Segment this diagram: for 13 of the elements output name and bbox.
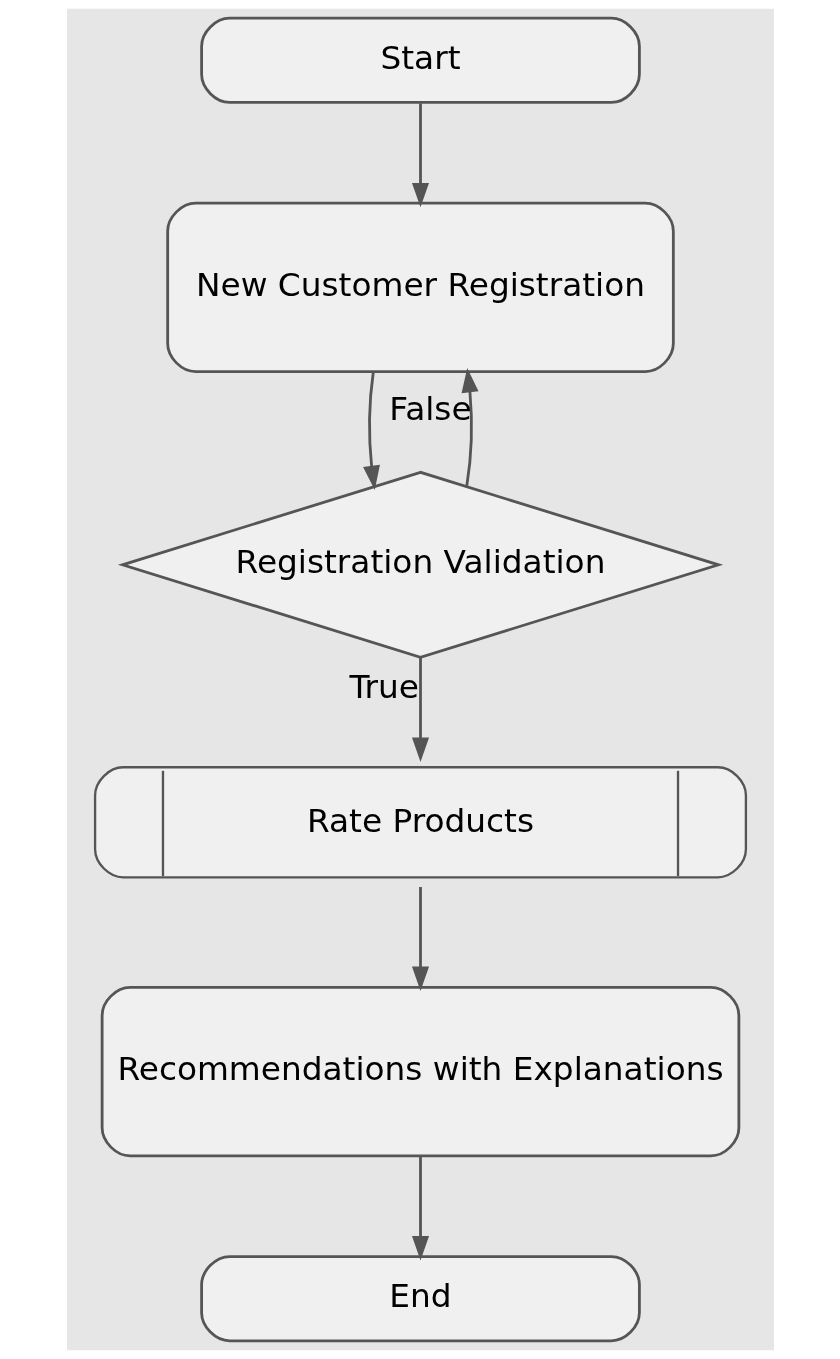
- edge-label: False: [388, 389, 472, 428]
- edge-label: True: [348, 668, 419, 707]
- node-box: Recommendations with Explanations: [100, 985, 740, 1158]
- node-box: New Customer Registration: [165, 201, 675, 374]
- arrow: [362, 372, 380, 490]
- arrow: [411, 1156, 429, 1261]
- arrow: [461, 368, 478, 486]
- arrow: [411, 657, 429, 762]
- node-diamond: Registration Validation: [117, 470, 723, 659]
- arrow: [411, 887, 429, 991]
- node-box: End: [199, 1255, 641, 1343]
- arrow: [411, 103, 429, 208]
- node-box: Start: [199, 16, 641, 104]
